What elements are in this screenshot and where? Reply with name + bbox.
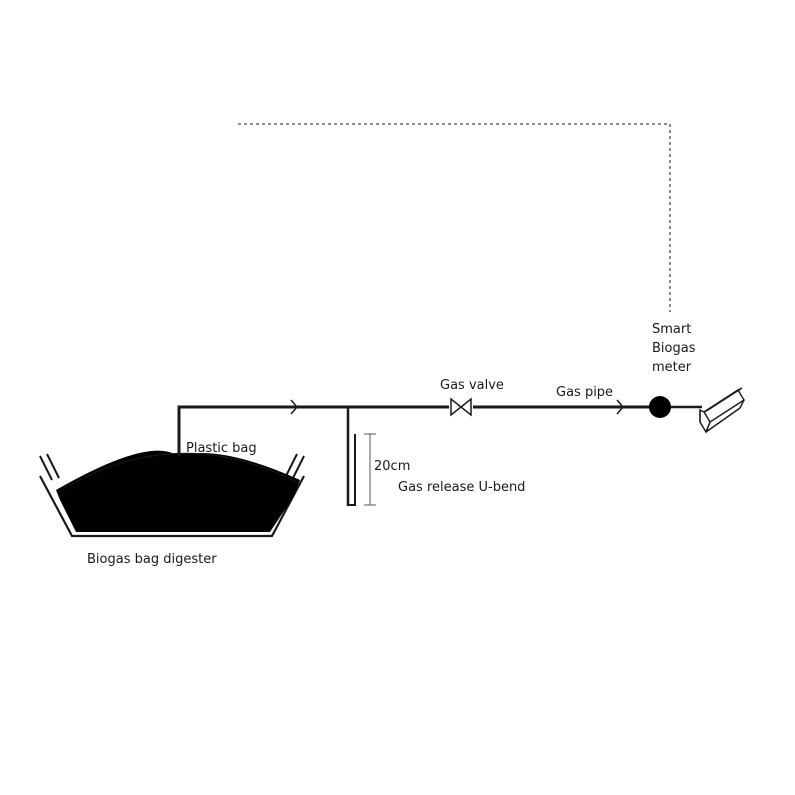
smart-meter-label-line-1: Smart <box>652 322 691 337</box>
u-bend <box>348 407 356 506</box>
u-bend-label: Gas release U-bend <box>398 480 525 495</box>
smart-meter-icon <box>649 396 671 418</box>
gas-valve-label: Gas valve <box>440 378 504 393</box>
gas-pipe-label: Gas pipe <box>556 385 613 400</box>
plastic-bag-label: Plastic bag <box>186 441 257 456</box>
digester-label: Biogas bag digester <box>87 552 217 567</box>
height-label: 20cm <box>374 459 410 474</box>
smart-meter-label-line-2: Biogas <box>652 341 696 356</box>
gas-valve-icon <box>451 399 471 415</box>
meter-device-icon <box>700 388 744 432</box>
smart-meter-label-line-3: meter <box>652 360 692 375</box>
dashed-data-link <box>238 124 670 312</box>
